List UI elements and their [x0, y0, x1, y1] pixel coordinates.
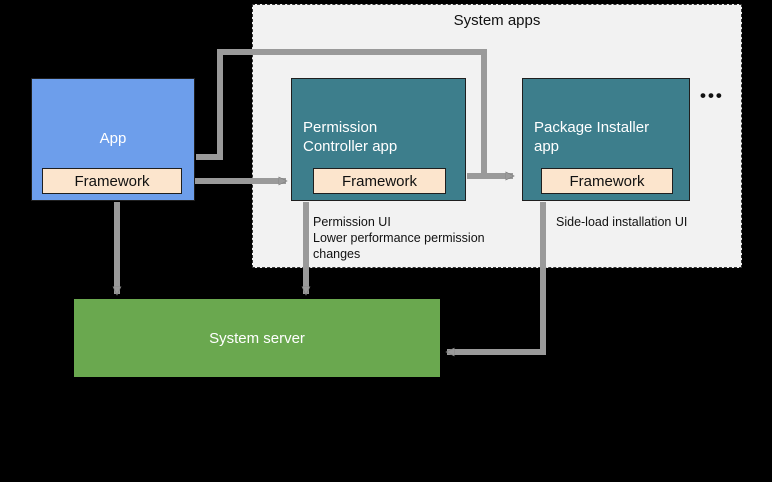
annotation-package-installer: Side-load installation UI: [556, 214, 736, 230]
pc-label-line-2: Controller app: [303, 138, 398, 155]
annotation-pc-line-1: Permission UI: [313, 215, 391, 229]
node-permission-controller-framework: Framework: [313, 168, 446, 194]
ellipsis-more-apps: •••: [700, 86, 724, 105]
annotation-permission-controller: Permission UI Lower performance permissi…: [313, 214, 528, 262]
node-permission-controller-app-label: Permission Controller app: [303, 118, 463, 156]
annotation-pc-line-3: changes: [313, 247, 361, 261]
arrow-package-installer-to-system-server: [447, 202, 546, 352]
pi-label-line-1: Package Installer: [534, 119, 650, 136]
annotation-pi-line-1: Side-load installation UI: [556, 215, 688, 229]
node-package-installer-framework: Framework: [541, 168, 673, 194]
node-system-server-label: System server: [209, 330, 305, 347]
node-app-framework: Framework: [42, 168, 182, 194]
node-app-label: App: [99, 130, 127, 147]
node-package-installer-app-label: Package Installer app: [534, 118, 684, 156]
system-apps-panel-title: System apps: [453, 12, 541, 29]
annotation-pc-line-2: Lower performance permission: [313, 231, 485, 245]
pi-label-line-2: app: [534, 138, 560, 155]
pc-label-line-1: Permission: [303, 119, 378, 136]
node-system-server: [74, 299, 440, 377]
